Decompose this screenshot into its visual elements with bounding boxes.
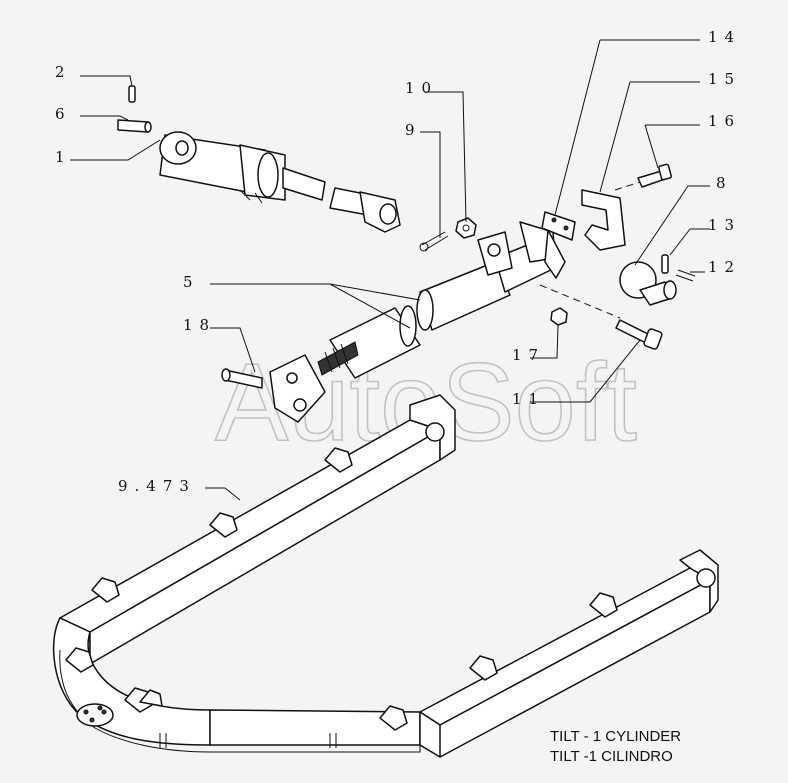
callout-1: 1: [55, 148, 72, 166]
caption-english: TILT - 1 CYLINDER: [550, 728, 682, 745]
callout-17: 17: [512, 346, 545, 364]
callout-13: 13: [708, 216, 741, 234]
callout-15: 15: [708, 70, 741, 88]
callout-16: 16: [708, 112, 741, 130]
tilt-cylinder-lower: [221, 221, 566, 423]
caption-italian: TILT -1 CILINDRO: [550, 748, 673, 765]
callout-14: 14: [708, 28, 741, 46]
leader-lines: [70, 39, 710, 501]
hardware-small-parts: [419, 163, 696, 350]
frame-rail-assembly: [52, 394, 719, 758]
callout-8: 8: [716, 174, 733, 192]
callout-10: 10: [405, 79, 438, 97]
callout-5: 5: [183, 273, 200, 291]
callout-6: 6: [55, 105, 72, 123]
tilt-cylinder-upper: [159, 131, 401, 233]
callout-9: 9: [405, 121, 422, 139]
callout-18: 18: [183, 316, 216, 334]
pins-2-6: [117, 85, 152, 133]
callout-12: 12: [708, 258, 741, 276]
callout-labels: 2 6 1 10 9 14 15 16 8 13 12 5 18 17 11 9…: [55, 28, 741, 495]
callout-11: 11: [512, 390, 545, 408]
callout-2: 2: [55, 63, 72, 81]
callout-9-473: 9.473: [118, 477, 196, 495]
